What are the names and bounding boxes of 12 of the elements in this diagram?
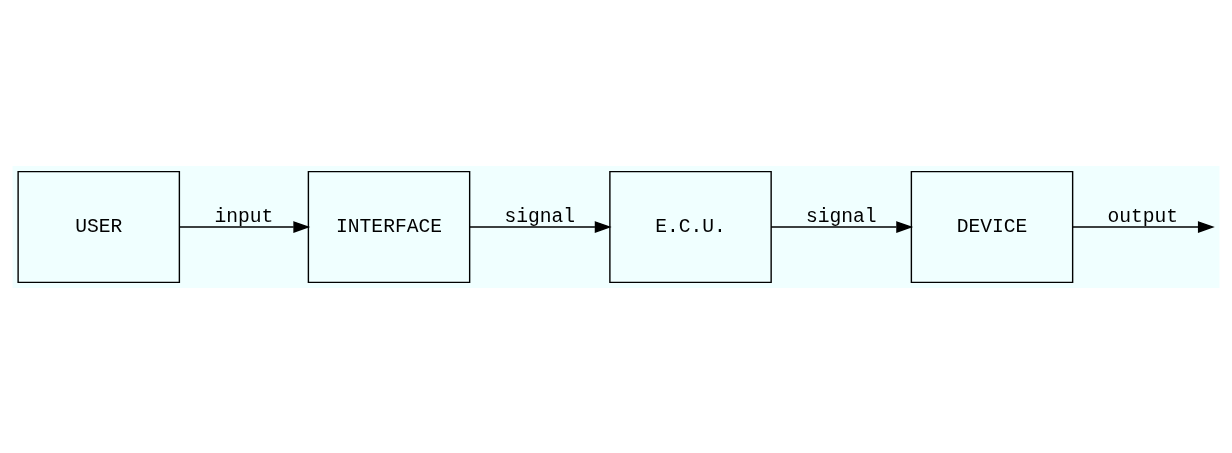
- arrow: [770, 220, 914, 233]
- arrow: [469, 220, 612, 233]
- node-box: E.C.U.: [609, 170, 772, 283]
- node-box: INTERFACE: [307, 170, 471, 283]
- arrow: [1071, 220, 1215, 233]
- edge-label: signal: [805, 205, 877, 228]
- node-box: USER: [17, 170, 181, 283]
- node-box: DEVICE: [910, 170, 1074, 283]
- arrow: [178, 220, 311, 233]
- edge-label: signal: [504, 205, 576, 228]
- edge-label: output: [1107, 205, 1179, 228]
- edge-label: input: [214, 205, 274, 228]
